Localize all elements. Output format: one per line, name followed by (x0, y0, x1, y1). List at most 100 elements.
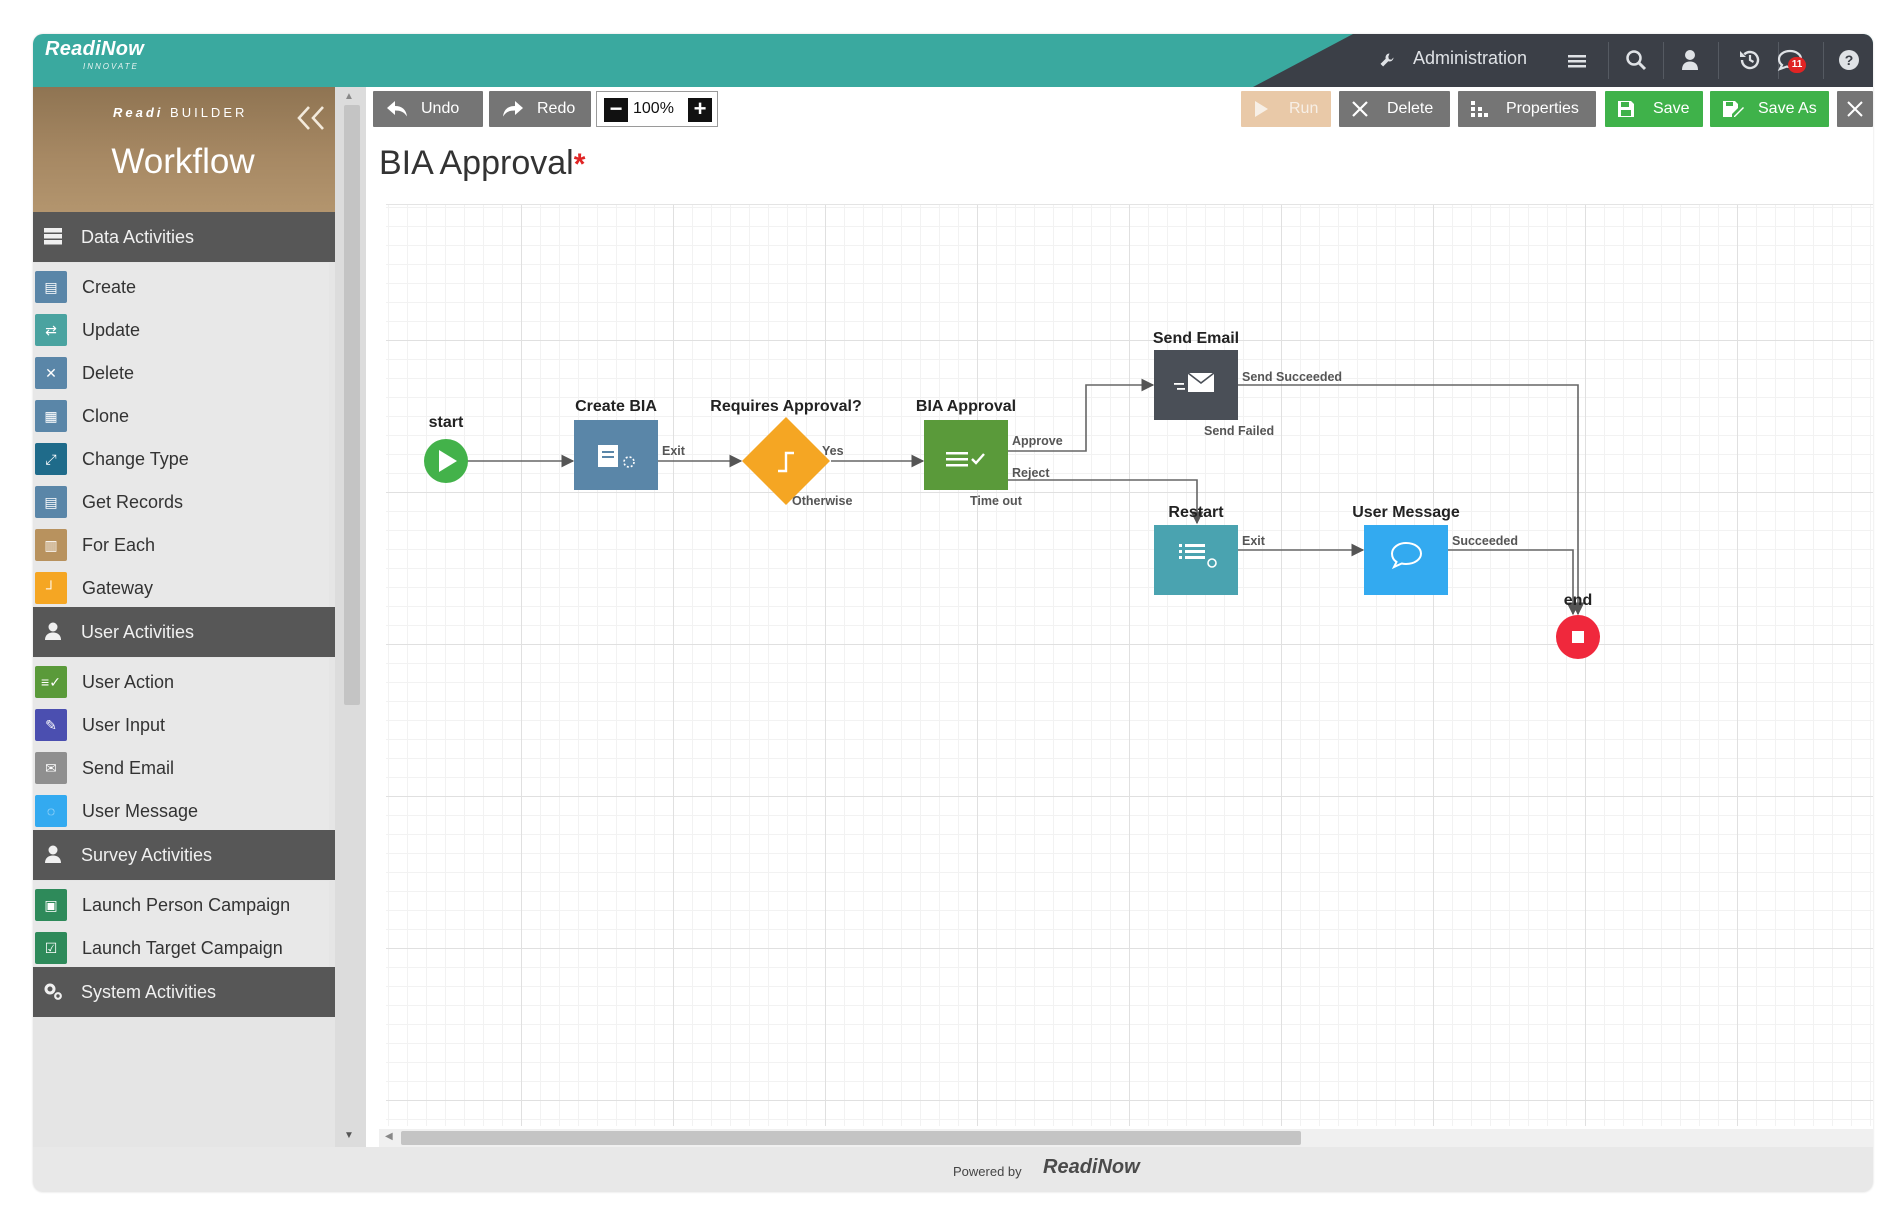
help-icon[interactable]: ? (1832, 44, 1866, 76)
change-type-icon: ⤢ (35, 443, 67, 475)
edge-email-end[interactable] (1238, 384, 1585, 616)
properties-button[interactable]: Properties (1458, 91, 1596, 127)
readinow-logo[interactable]: ReadiNow (45, 38, 145, 60)
group-user-activities[interactable]: User Activities (33, 607, 366, 657)
canvas-scroll-thumb[interactable] (401, 1131, 1301, 1145)
gateway-icon: ┘ (35, 572, 67, 604)
edge-reject-restart[interactable] (1008, 479, 1204, 525)
clone-record-icon: ▦ (35, 400, 67, 432)
user-action-icon: ≡✓ (35, 666, 67, 698)
sidebar-item-label: User Message (82, 801, 199, 821)
zoom-out-button[interactable]: − (604, 98, 628, 122)
edge-message-end[interactable] (1448, 549, 1580, 616)
canvas-horizontal-scrollbar[interactable]: ◀ (379, 1129, 1873, 1147)
collapse-sidebar-icon[interactable] (295, 93, 327, 141)
history-icon[interactable] (1733, 44, 1767, 76)
create-bia-node[interactable]: Create BIA (574, 398, 658, 490)
restart-node[interactable]: Restart (1154, 504, 1238, 595)
zoom-in-button[interactable]: + (688, 98, 712, 122)
envelope-icon (1174, 372, 1215, 392)
undo-button[interactable]: Undo (373, 91, 483, 127)
sidebar-item-label: Update (82, 320, 141, 340)
sidebar-item-clone[interactable]: ▦ Clone (33, 392, 329, 441)
sidebar-item-label: User Input (82, 715, 166, 735)
group-label: Data Activities (81, 227, 195, 247)
search-icon[interactable] (1619, 44, 1653, 76)
user-message-node[interactable]: User Message (1352, 504, 1460, 595)
get-records-icon: ▤ (35, 486, 67, 518)
sidebar-item-for-each[interactable]: ▥ For Each (33, 521, 329, 570)
bia-approval-node[interactable]: BIA Approval (916, 398, 1016, 490)
scroll-up-arrow-icon[interactable]: ▲ (344, 91, 354, 102)
sidebar-item-user-action[interactable]: ≡✓ User Action (33, 658, 329, 707)
top-separator (1718, 42, 1719, 79)
close-button[interactable] (1837, 91, 1873, 127)
sidebar-item-delete[interactable]: ✕ Delete (33, 349, 329, 398)
edge-label-succeeded: Succeeded (1452, 534, 1518, 548)
sidebar-item-update[interactable]: ⇄ Update (33, 306, 329, 355)
save-label: Save (1653, 100, 1690, 117)
scroll-down-arrow-icon[interactable]: ▼ (344, 1130, 354, 1141)
sidebar-item-label: Launch Target Campaign (82, 938, 283, 958)
play-icon (1253, 91, 1269, 130)
node-label-restart: Restart (1168, 504, 1224, 521)
update-record-icon: ⇄ (35, 314, 67, 346)
top-separator (1663, 42, 1664, 79)
redo-label: Redo (537, 100, 576, 117)
scroll-left-arrow-icon[interactable]: ◀ (385, 1131, 393, 1142)
send-email-node[interactable]: Send Email (1153, 330, 1239, 420)
save-button[interactable]: Save (1605, 91, 1703, 127)
delete-button[interactable]: Delete (1339, 91, 1450, 127)
sidebar-scrollbar[interactable]: ▲ ▼ (335, 87, 366, 1147)
create-record-icon: ▤ (35, 271, 67, 303)
sidebar-item-gateway[interactable]: ┘ Gateway (33, 564, 329, 613)
group-label: User Activities (81, 622, 195, 642)
wrench-icon[interactable] (1370, 44, 1404, 76)
sidebar-item-label: Send Email (82, 758, 175, 778)
workflow-name: BIA Approval (379, 144, 574, 182)
logo-tagline: INNOVATE (83, 62, 139, 71)
footer-readinow-logo[interactable]: ReadiNow (1043, 1156, 1140, 1178)
run-button[interactable]: Run (1241, 91, 1331, 127)
administration-menu-label[interactable]: Administration (1413, 48, 1528, 68)
sidebar-item-user-input[interactable]: ✎ User Input (33, 701, 329, 750)
sidebar-item-launch-target-campaign[interactable]: ☑ Launch Target Campaign (33, 924, 329, 973)
sidebar-item-launch-person-campaign[interactable]: ▣ Launch Person Campaign (33, 881, 329, 930)
node-label-bia-approval: BIA Approval (916, 398, 1016, 415)
sidebar-item-get-records[interactable]: ▤ Get Records (33, 478, 329, 527)
hamburger-icon[interactable] (1560, 44, 1594, 76)
end-node[interactable]: end (1556, 592, 1600, 659)
requires-approval-gateway-node[interactable]: Requires Approval? (710, 398, 862, 505)
floppy-disk-icon (1617, 91, 1635, 130)
sidebar-item-user-message[interactable]: ◌ User Message (33, 787, 329, 836)
sidebar-item-create[interactable]: ▤ Create (33, 263, 329, 312)
user-icon[interactable] (1673, 44, 1707, 76)
group-label: Survey Activities (81, 845, 213, 865)
redo-button[interactable]: Redo (489, 91, 591, 127)
sidebar-scroll-thumb[interactable] (344, 105, 360, 705)
delete-record-icon: ✕ (35, 357, 67, 389)
close-icon (1847, 101, 1863, 117)
workflow-canvas[interactable]: start Create BIA Requires Approval? (386, 204, 1873, 1126)
save-as-button[interactable]: Save As (1710, 91, 1829, 127)
unsaved-indicator: * (573, 148, 586, 181)
restart-list-icon (1179, 544, 1217, 568)
user-input-icon: ✎ (35, 709, 67, 741)
group-system-activities[interactable]: System Activities (33, 967, 366, 1017)
speech-bubble-icon: ◌ (35, 795, 67, 827)
node-label-end: end (1564, 592, 1592, 609)
svg-text:?: ? (1845, 52, 1854, 68)
footer: Powered by ReadiNow (33, 1147, 1873, 1192)
group-survey-activities[interactable]: Survey Activities (33, 830, 366, 880)
workflow-diagram: start Create BIA Requires Approval? (424, 330, 1600, 659)
user-action-icon (946, 452, 985, 467)
edge-label-yes: Yes (822, 444, 844, 458)
group-data-activities[interactable]: Data Activities (33, 212, 366, 262)
sidebar-item-label: Change Type (82, 449, 189, 469)
sidebar-item-change-type[interactable]: ⤢ Change Type (33, 435, 329, 484)
envelope-icon: ✉ (35, 752, 67, 784)
start-node[interactable]: start (424, 414, 468, 483)
edge-label-exit: Exit (662, 444, 686, 458)
edge-approve-email[interactable] (1008, 378, 1155, 452)
sidebar-item-send-email[interactable]: ✉ Send Email (33, 744, 329, 793)
